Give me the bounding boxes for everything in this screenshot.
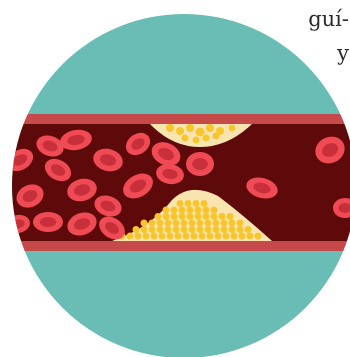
plaque-globule — [143, 233, 150, 240]
plaque-globule — [179, 213, 186, 220]
plaque-globule — [237, 226, 244, 233]
red-blood-cell — [33, 212, 63, 232]
plaque-globule — [173, 226, 180, 233]
plaque-globule — [157, 226, 164, 233]
plaque-globule — [127, 233, 134, 240]
plaque-globule — [189, 220, 196, 227]
plaque-globule — [213, 220, 220, 227]
plaque-globule — [167, 233, 174, 240]
plaque-globule — [177, 200, 184, 207]
plaque-globule — [215, 233, 222, 240]
plaque-globule — [247, 233, 254, 240]
plaque-globule — [206, 124, 214, 132]
plaque-globule — [183, 233, 190, 240]
plaque-globule — [187, 213, 194, 220]
plaque-globule — [193, 200, 200, 207]
plaque-globule — [173, 220, 180, 227]
red-blood-cell — [186, 152, 214, 176]
plaque-globule — [229, 125, 236, 132]
plaque-globule — [157, 220, 164, 227]
plaque-globule — [151, 233, 158, 240]
plaque-globule — [239, 233, 246, 240]
plaque-globule — [221, 220, 228, 227]
plaque-globule — [203, 135, 210, 142]
plaque-globule — [213, 133, 220, 140]
plaque-globule — [133, 226, 140, 233]
plaque-globule — [176, 127, 184, 135]
plaque-globule — [163, 213, 170, 220]
plaque-globule — [196, 128, 205, 137]
plaque-globule — [195, 213, 202, 220]
plaque-globule — [223, 233, 230, 240]
plaque-globule — [237, 220, 244, 227]
vessel-wall-bottom — [0, 241, 350, 251]
plaque-globule — [191, 233, 198, 240]
plaque-globule — [205, 220, 212, 227]
plaque-globule — [229, 226, 236, 233]
plaque-globule — [219, 213, 226, 220]
plaque-globule — [245, 226, 252, 233]
plaque-globule — [141, 226, 148, 233]
vessel-wall-top — [0, 114, 350, 124]
plaque-globule — [203, 213, 210, 220]
plaque-globule — [195, 207, 202, 214]
plaque-globule — [181, 226, 188, 233]
plaque-globule — [203, 207, 210, 214]
plaque-globule — [185, 200, 192, 207]
plaque-globule — [163, 207, 170, 214]
plaque-globule — [187, 207, 194, 214]
plaque-globule — [149, 226, 156, 233]
plaque-globule — [171, 213, 178, 220]
plaque-globule — [211, 213, 218, 220]
plaque-globule — [227, 213, 234, 220]
plaque-globule — [221, 226, 228, 233]
plaque-globule — [205, 226, 212, 233]
plaque-globule — [197, 226, 204, 233]
plaque-globule — [171, 207, 178, 214]
plaque-globule — [211, 207, 218, 214]
plaque-globule — [165, 220, 172, 227]
plaque-globule — [231, 233, 238, 240]
plaque-globule — [189, 226, 196, 233]
plaque-globule — [175, 233, 182, 240]
plaque-globule — [159, 233, 166, 240]
plaque-globule — [149, 220, 156, 227]
plaque-globule — [199, 233, 206, 240]
plaque-globule — [207, 233, 214, 240]
plaque-globule — [213, 226, 220, 233]
plaque-globule — [197, 220, 204, 227]
plaque-globule — [165, 226, 172, 233]
plaque-globule — [141, 220, 148, 227]
plaque-globule — [181, 220, 188, 227]
plaque-globule — [229, 220, 236, 227]
plaque-globule — [182, 135, 189, 142]
plaque-globule — [186, 124, 194, 132]
plaque-globule — [135, 233, 142, 240]
plaque-globule — [201, 200, 208, 207]
plaque-globule — [193, 137, 200, 144]
plaque-globule — [155, 213, 162, 220]
plaque-globule — [179, 207, 186, 214]
plaque-globule — [255, 233, 262, 240]
plaque-globule — [166, 124, 174, 132]
